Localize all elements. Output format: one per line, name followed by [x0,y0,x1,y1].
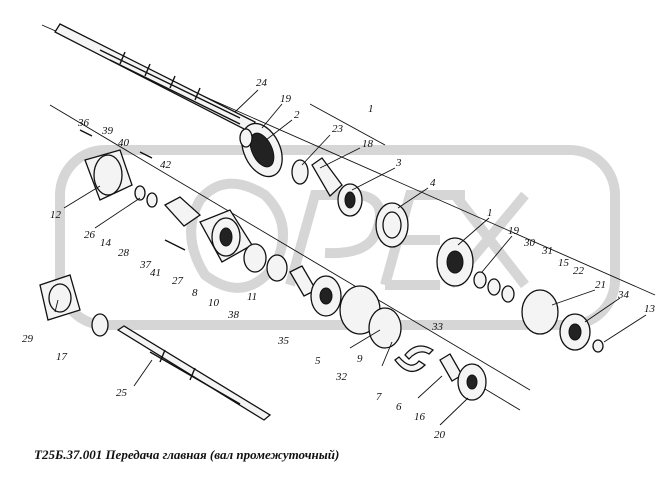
callout-label: 18 [362,138,374,150]
callout-label: 16 [414,411,426,423]
callout-label: 38 [227,309,240,321]
shaft-24 [54,23,256,133]
gear-20 [439,353,487,401]
callout-label: 25 [116,387,128,399]
bearings-middle [243,243,342,317]
housing-27 [164,209,253,263]
callout-label: 19 [508,225,520,237]
callout-label: 2 [294,109,300,121]
callout-label: 17 [56,351,68,363]
callout-label: 20 [434,429,446,441]
callout-label: 13 [644,303,656,315]
callout-label: 1 [368,103,374,115]
callout-label: 12 [50,209,62,221]
callout-label: 6 [396,401,402,413]
callout-label: 5 [315,355,321,367]
callout-label: 9 [357,353,363,365]
bearing-4 [375,202,409,248]
callout-label: 39 [101,125,114,137]
callout-label: 4 [430,177,436,189]
callout-label: 11 [247,291,257,303]
callout-label: 33 [431,321,444,333]
flange-5 [339,285,402,349]
cover-29 [39,274,109,337]
callout-labels: 24 19 2 1 23 18 3 4 36 39 40 42 12 26 14… [22,77,656,441]
callout-label: 32 [335,371,348,383]
diagram-caption: Т25Б.37.001 Передача главная (вал промеж… [34,447,340,462]
callout-label: 15 [558,257,570,269]
callout-label: 22 [573,265,585,277]
callout-label: 7 [376,391,382,403]
callout-label: 21 [595,279,606,291]
callout-label: 28 [118,247,130,259]
callout-label: 29 [22,333,34,345]
callout-label: 23 [332,123,344,135]
leader-lines [54,89,647,426]
callout-label: 36 [77,117,90,129]
cover-12 [79,129,202,227]
callout-label: 37 [139,259,152,271]
gear-1 [436,237,515,303]
bevel-gear-top [239,122,283,178]
callout-label: 31 [541,245,553,257]
callout-label: 34 [617,289,630,301]
callout-label: 35 [277,335,290,347]
callout-label: 10 [208,297,220,309]
callout-label: 26 [84,229,96,241]
callout-label: 3 [395,157,402,169]
shaft-25 [116,325,272,421]
callout-label: 1 [487,207,493,219]
callout-label: 24 [256,77,268,89]
callout-label: 19 [280,93,292,105]
gear-21 [521,289,604,353]
callout-label: 30 [523,237,536,249]
callout-label: 27 [172,275,184,287]
callout-label: 8 [192,287,198,299]
callout-label: 41 [150,267,161,279]
sleeve-18 [291,157,363,217]
half-rings [394,345,435,372]
callout-label: 14 [100,237,112,249]
callout-label: 40 [118,137,130,149]
callout-label: 42 [160,159,172,171]
